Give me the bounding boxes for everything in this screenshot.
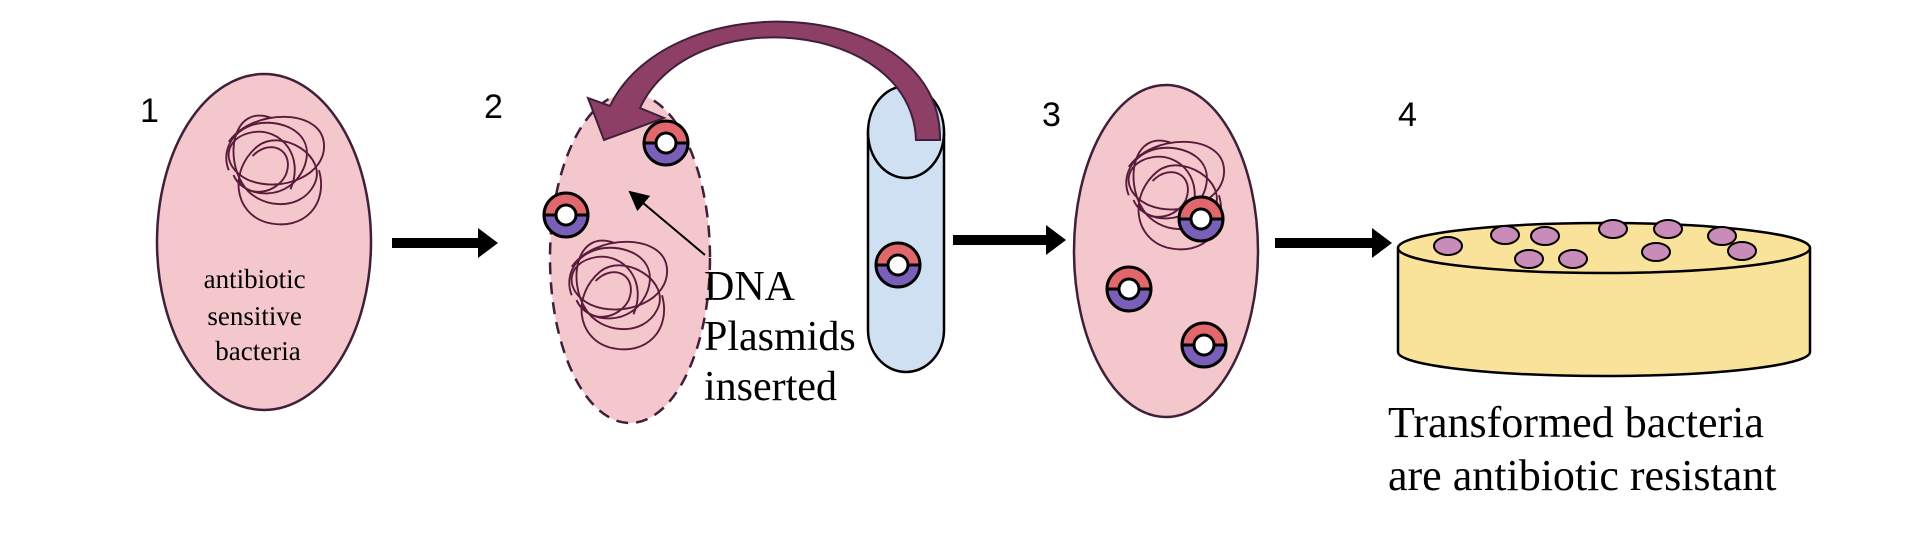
transfer-curved-arrow bbox=[586, 20, 942, 142]
pointer-arrow bbox=[628, 190, 706, 256]
step-2-number: 2 bbox=[484, 88, 503, 126]
colony bbox=[1641, 242, 1671, 262]
colony bbox=[1707, 226, 1737, 246]
bacteria-cell-3 bbox=[1072, 83, 1260, 419]
step-4-label: Transformed bacteria are antibiotic resi… bbox=[1388, 398, 1777, 500]
plasmid-icon bbox=[874, 241, 922, 289]
step-1-number: 1 bbox=[140, 92, 159, 130]
colony bbox=[1514, 249, 1544, 269]
process-arrow-3 bbox=[1275, 228, 1392, 258]
plasmid-icon bbox=[642, 119, 690, 167]
colony bbox=[1598, 219, 1628, 239]
step-1-label: antibiotic sensitive bacteria bbox=[204, 264, 313, 366]
colony bbox=[1558, 249, 1588, 269]
step-2-label: DNA Plasmids inserted bbox=[704, 264, 866, 410]
colony bbox=[1727, 241, 1757, 261]
step-3-number: 3 bbox=[1042, 96, 1061, 134]
colony bbox=[1653, 219, 1683, 239]
bacteria-cell-1 bbox=[155, 72, 373, 412]
plasmid-icon bbox=[542, 191, 590, 239]
colony bbox=[1490, 225, 1520, 245]
plasmid-icon bbox=[1180, 321, 1228, 369]
process-arrow-1 bbox=[392, 228, 498, 258]
plasmid-icon bbox=[1177, 195, 1225, 243]
step-4-number: 4 bbox=[1398, 96, 1417, 134]
process-arrow-2 bbox=[953, 225, 1066, 255]
bacterial-colonies bbox=[1433, 219, 1757, 269]
colony bbox=[1433, 236, 1463, 256]
colony bbox=[1530, 226, 1560, 246]
plasmid-icon bbox=[1105, 265, 1153, 313]
bacteria-cell-2 bbox=[548, 91, 712, 425]
